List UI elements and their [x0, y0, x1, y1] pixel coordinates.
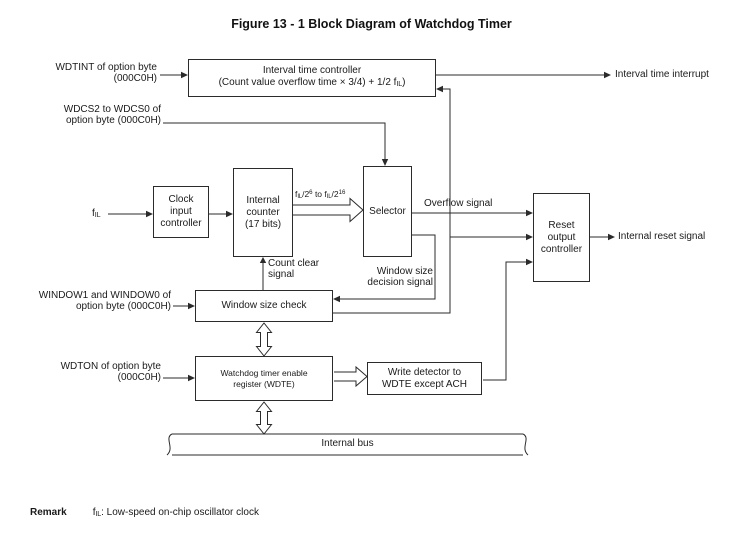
arrowhead-feedback-interval — [436, 85, 443, 93]
remark-text: fIL: Low-speed on-chip oscillator clock — [92, 507, 259, 519]
arrowhead-window-decision — [333, 295, 340, 303]
arrowhead-window — [188, 302, 195, 310]
remark-label: Remark — [30, 507, 67, 518]
remark: Remark fIL: Low-speed on-chip oscillator … — [30, 507, 259, 518]
wdcs-label: WDCS2 to WDCS0 of option byte (000C0H) — [63, 104, 161, 126]
arrowhead-internal-reset — [608, 233, 615, 241]
arrowhead-clock-counter — [226, 210, 233, 218]
wdte-write-detector-hollow-arrow — [334, 365, 368, 388]
reset-output-controller-block: Reset output controller — [533, 193, 590, 282]
overflow-label: Overflow signal — [424, 198, 493, 209]
count-clear-label: Count clear signal — [268, 258, 320, 280]
arrowhead-wdton — [188, 374, 195, 382]
wdte-bus-biarrow — [255, 401, 273, 435]
window-decision-label: Window size decision signal — [367, 266, 433, 288]
internal-bus-right-break — [522, 433, 529, 456]
arrowhead-overflow — [526, 209, 533, 217]
window-check-wdte-biarrow — [255, 322, 273, 357]
internal-bus-label: Internal bus — [321, 438, 374, 449]
wdtint-label: WDTINT of option byte (000C0H) — [55, 62, 157, 84]
arrowhead-selector-top — [381, 159, 389, 166]
figure-title: Figure 13 - 1 Block Diagram of Watchdog … — [231, 17, 512, 31]
wdton-label: WDTON of option byte (000C0H) — [60, 361, 161, 383]
interval-interrupt-label: Interval time interrupt — [615, 69, 709, 80]
interval-time-controller-block: Interval time controller (Count value ov… — [188, 59, 436, 97]
arrowhead-feedback-reset — [526, 233, 533, 241]
selector-block: Selector — [363, 166, 412, 257]
clock-input-controller-block: Clock input controller — [153, 186, 209, 238]
arrowhead-fil — [146, 210, 153, 218]
fil-input-label: fIL — [92, 208, 101, 220]
write-detector-block: Write detector to WDTE except ACH — [367, 362, 482, 395]
interval-line1: Interval time controller — [262, 65, 362, 77]
interval-line2: (Count value overflow time × 3/4) + 1/2 … — [218, 77, 406, 89]
wdte-register-block: Watchdog timer enable register (WDTE) — [195, 356, 333, 401]
arrowhead-interval-interrupt — [604, 71, 611, 79]
arrowhead-count-clear — [259, 257, 267, 263]
arrowhead-wdtint — [181, 71, 188, 79]
internal-counter-block: Internal counter (17 bits) — [233, 168, 293, 257]
frequency-range-label: fIL/26 to fIL/216 — [295, 189, 346, 200]
window-size-check-block: Window size check — [195, 290, 333, 322]
window-label: WINDOW1 and WINDOW0 of option byte (000C… — [38, 290, 171, 312]
arrowhead-write-detector-reset — [526, 258, 533, 266]
wdcs-selector-line — [163, 122, 386, 159]
internal-reset-label: Internal reset signal — [618, 231, 706, 242]
write-detector-reset-line — [483, 261, 526, 381]
